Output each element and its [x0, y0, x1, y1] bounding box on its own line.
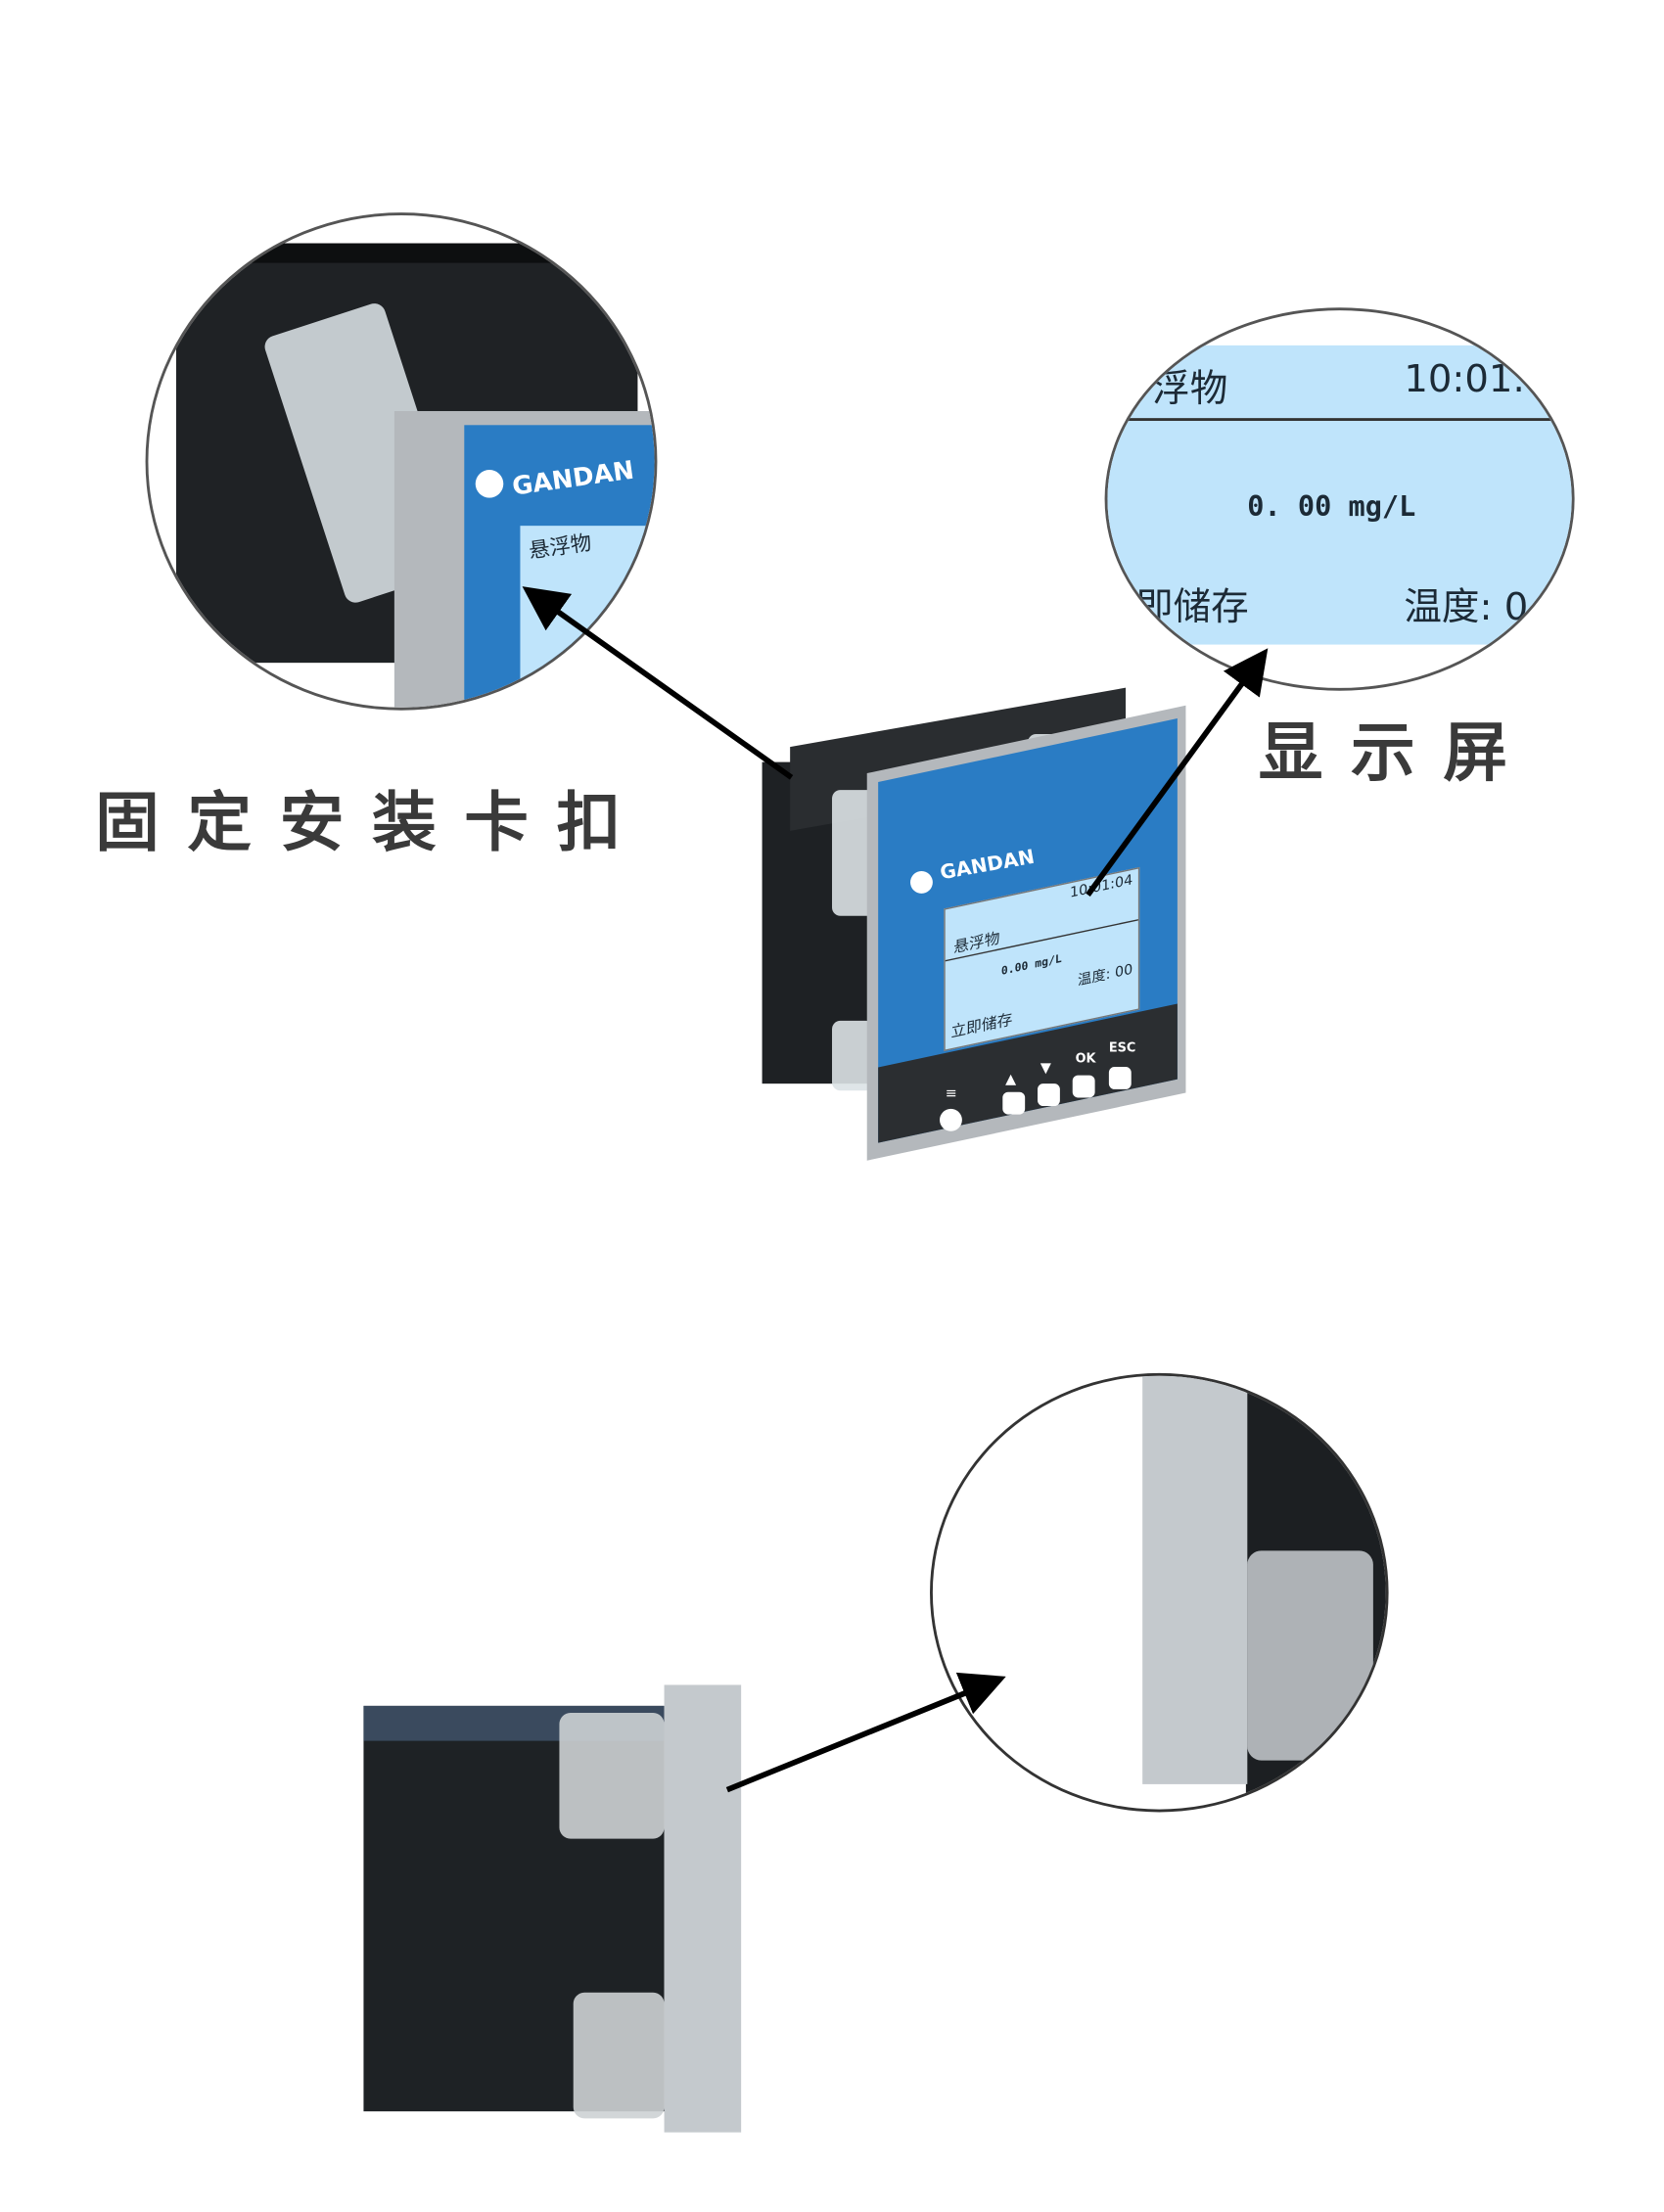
display-closeup-circle: 浮物 10:01. 0. 00 mg/L 即储存 温度: 0: [1104, 307, 1575, 691]
clip-icon: [559, 1713, 665, 1839]
clip-icon: [1247, 1550, 1373, 1761]
clip-closeup-circle: GANDAN 悬浮物: [145, 212, 658, 711]
side-arrow: [725, 1672, 1006, 1793]
up-button[interactable]: [1002, 1091, 1026, 1115]
device-bezel: [664, 1684, 742, 2133]
ok-button[interactable]: [1072, 1075, 1095, 1098]
zoom-parameter: 浮物: [1152, 367, 1228, 412]
zoom-temperature: 温度: 0: [1404, 585, 1529, 629]
esc-button[interactable]: [1108, 1067, 1132, 1089]
display-label: 显示屏: [1258, 714, 1536, 791]
clip-label: 固定安装卡扣: [95, 784, 649, 860]
display-arrow: [1086, 648, 1269, 897]
down-arrow-icon: ▼: [1040, 1061, 1051, 1078]
up-arrow-icon: ▲: [1005, 1072, 1017, 1088]
device-side-view: [363, 1671, 748, 2140]
ok-label: OK: [1075, 1052, 1096, 1068]
clip-arrow: [522, 586, 794, 780]
clip-icon: [573, 1992, 665, 2119]
logo-icon: [475, 470, 504, 498]
device-front-view: GANDAN 10:01:04 悬浮物 0.00 mg/L 温度: 00 立即储…: [762, 687, 1196, 1161]
menu-icon: ≡: [945, 1086, 957, 1102]
logo-icon: [910, 871, 933, 894]
side-closeup-circle: [930, 1372, 1389, 1813]
zoom-reading: 0. 00 mg/L: [1247, 489, 1416, 524]
esc-label: ESC: [1108, 1041, 1136, 1056]
zoom-save: 即储存: [1135, 585, 1249, 629]
down-button[interactable]: [1038, 1083, 1060, 1107]
zoom-time: 10:01.: [1404, 357, 1525, 402]
power-button[interactable]: [940, 1108, 962, 1131]
